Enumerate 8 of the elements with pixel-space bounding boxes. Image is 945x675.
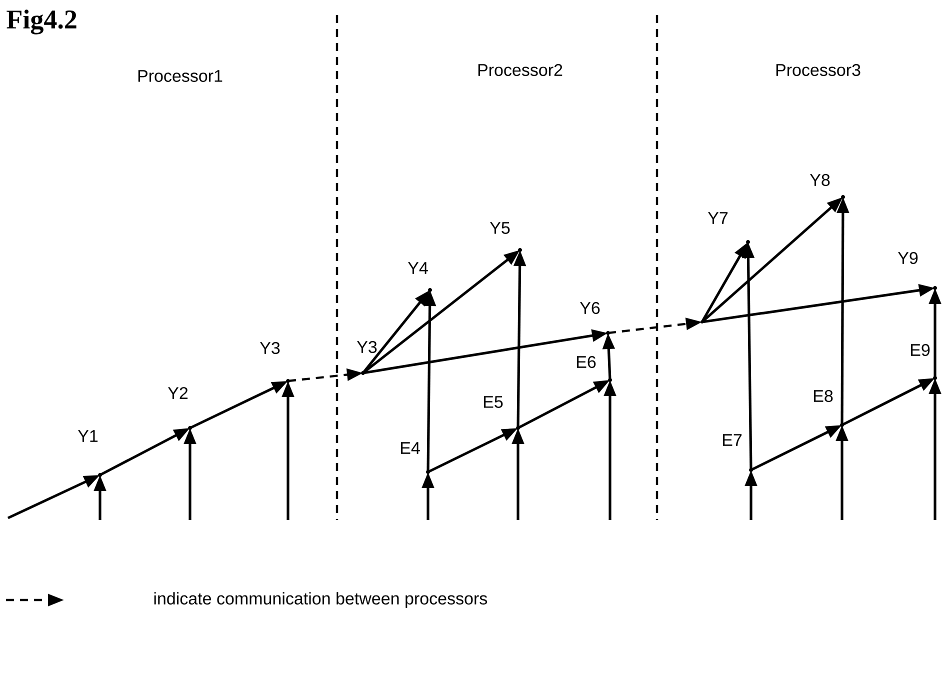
point-label: Y9 (898, 252, 937, 290)
point-label: E9 (911, 344, 937, 380)
processor-label: Processor3 (776, 64, 860, 76)
processor-label: Processor2 (478, 64, 562, 76)
legend-text: indicate communication between processors (154, 592, 488, 608)
figure-title: Fig4.2 (6, 10, 76, 34)
processor-label: Processor1 (138, 70, 222, 82)
junction-point (700, 320, 704, 324)
